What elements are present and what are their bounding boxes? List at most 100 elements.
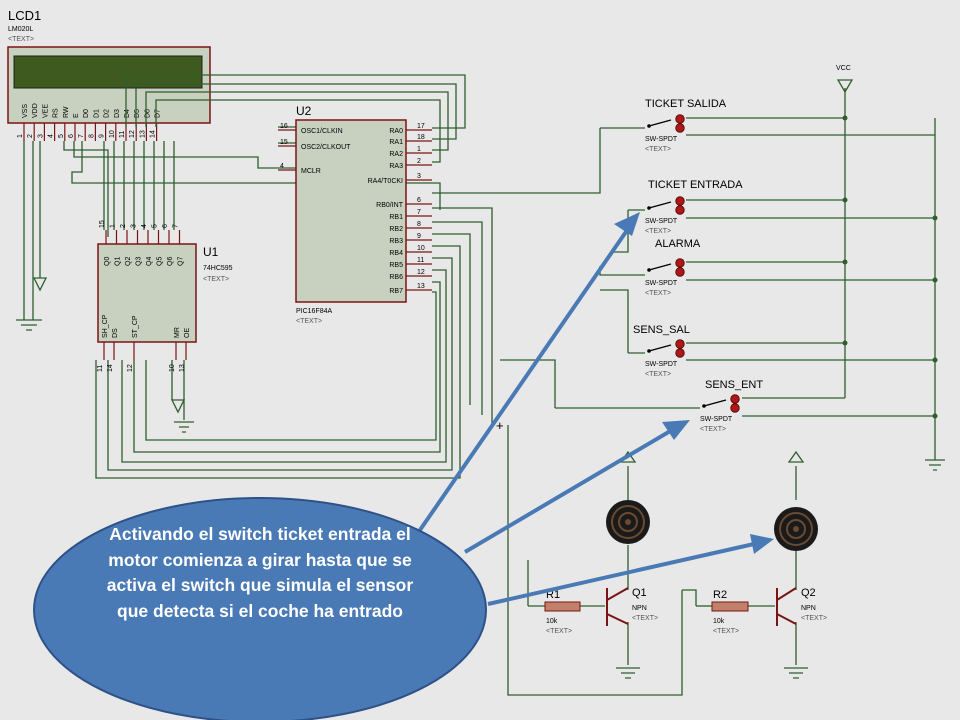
lcd-pin-name: D6 (144, 109, 151, 118)
u1-pin-num: 13 (179, 364, 186, 372)
u2-pin-num: 10 (417, 245, 425, 252)
switch-contact-top (675, 258, 685, 268)
lcd-pin-num: 13 (139, 130, 146, 138)
switch-blade (703, 399, 727, 407)
pic16f84a-chip[interactable]: U2 PIC16F84A <TEXT> 16OSC1/CLKIN15OSC2/C… (278, 104, 432, 325)
switch-contact-top (675, 339, 685, 349)
switch-blade (648, 201, 672, 209)
74hc595-chip[interactable]: U1 74HC595 <TEXT> 15Q01Q12Q23Q34Q45Q56Q6… (97, 220, 233, 372)
u1-pin-num: 5 (152, 224, 159, 228)
lcd-screen (13, 55, 203, 89)
switch-pivot (647, 206, 651, 210)
u2-pin-name: RB6 (389, 274, 403, 281)
u1-body (97, 243, 197, 343)
u2-pin-name: RB2 (389, 226, 403, 233)
q2-ref: Q2 (801, 587, 816, 599)
arrow-head-3 (750, 534, 774, 554)
u2-pin-num: 15 (280, 139, 288, 146)
switch-label: ALARMA (655, 238, 701, 250)
switch-contact-top (730, 394, 740, 404)
u1-pins: 15Q01Q12Q23Q34Q45Q56Q67Q711SH_CP14DS12ST… (97, 220, 191, 372)
u2-pin-num: 4 (280, 163, 284, 170)
switch-contact-bottom (675, 123, 685, 133)
u2-model: PIC16F84A (296, 308, 333, 315)
switch-contact-top (675, 114, 685, 124)
arrow-to-ticket-entrada (418, 224, 632, 532)
u1-pin-num: 4 (141, 224, 148, 228)
u2-pin-num: 16 (280, 123, 288, 130)
lcd-pin-name: D7 (155, 109, 162, 118)
switch-blade (648, 263, 672, 271)
u2-pin-name: RB0/INT (376, 202, 404, 209)
u1-pin-name: OE (184, 328, 191, 338)
u1-pin-name: Q5 (157, 257, 164, 266)
lcd-pin-num: 10 (109, 130, 116, 138)
u2-pin-name: RB7 (389, 288, 403, 295)
motor-1[interactable] (606, 500, 650, 544)
lcd-pin-name: E (73, 113, 80, 118)
u1-pin-name: Q1 (115, 257, 122, 266)
transistor-q2[interactable]: Q2 NPN <TEXT> (776, 587, 827, 626)
u2-pin-name: OSC1/CLKIN (301, 128, 343, 135)
switch-label: SENS_SAL (633, 324, 690, 336)
q1-type: NPN (632, 605, 647, 612)
arrow-head-1 (614, 212, 640, 236)
u2-pin-num: 13 (417, 283, 425, 290)
u2-pin-name: RB5 (389, 262, 403, 269)
motor-2[interactable] (774, 507, 818, 551)
u2-pin-name: MCLR (301, 168, 321, 175)
r2-value: 10k (713, 618, 725, 625)
switch-model: SW-SPDT (645, 361, 678, 368)
lcd-pin-name: D5 (134, 109, 141, 118)
lcd-pin-name: D1 (93, 109, 100, 118)
lcd-pin-name: VDD (32, 103, 39, 118)
switch-label: TICKET ENTRADA (648, 179, 743, 191)
lcd-module[interactable]: LCD1 LM020L <TEXT> VSS1VDD2VEE3RS4RW5E6D… (7, 8, 211, 141)
switch-model: SW-SPDT (645, 218, 678, 225)
u1-model: 74HC595 (203, 265, 233, 272)
lcd-pin-name: VEE (42, 104, 49, 118)
lcd-pin-name: D0 (83, 109, 90, 118)
u1-pin-name: SH_CP (102, 314, 109, 338)
lcd-pin-num: 4 (48, 134, 55, 138)
resistor-r2[interactable]: R2 10k <TEXT> (711, 589, 749, 635)
u1-pin-name: Q2 (125, 257, 132, 266)
transistor-q1[interactable]: Q1 NPN <TEXT> (606, 587, 658, 626)
u2-pin-num: 7 (417, 209, 421, 216)
junction-dots (842, 115, 938, 419)
u2-pin-num: 6 (417, 197, 421, 204)
switch-contact-top (675, 196, 685, 206)
switch-pivot (647, 349, 651, 353)
arrow-to-sens-ent (463, 428, 674, 554)
resistor-r1[interactable]: R1 10k <TEXT> (544, 589, 581, 635)
callout-text: Activando el switch ticket entrada el mo… (106, 524, 414, 621)
u2-pin-name: RB4 (389, 250, 403, 257)
u1-pin-num: 15 (99, 220, 106, 228)
u2-ref: U2 (296, 104, 312, 118)
u2-pin-num: 2 (417, 158, 421, 165)
u2-pins: 16OSC1/CLKIN15OSC2/CLKOUT4MCLR17RA018RA1… (278, 123, 432, 295)
u1-pin-num: 10 (169, 364, 176, 372)
u2-body (295, 119, 407, 303)
lcd-pin-num: 2 (27, 134, 34, 138)
u1-pin-name: Q0 (104, 257, 111, 266)
u1-pin-num: 12 (127, 364, 134, 372)
switch-contact-bottom (675, 205, 685, 215)
u2-pin-num: 3 (417, 173, 421, 180)
u1-pin-name: Q7 (178, 257, 185, 266)
lcd-pin-num: 9 (99, 134, 106, 138)
u2-pin-num: 9 (417, 233, 421, 240)
switch-label: SENS_ENT (705, 379, 763, 391)
u1-pin-num: 1 (110, 224, 117, 228)
arrow-to-motor-2 (487, 542, 755, 606)
u2-pin-num: 8 (417, 221, 421, 228)
u2-pin-name: RB1 (389, 214, 403, 221)
switch-contact-bottom (730, 403, 740, 413)
u2-pin-name: RA4/T0CKI (368, 178, 403, 185)
